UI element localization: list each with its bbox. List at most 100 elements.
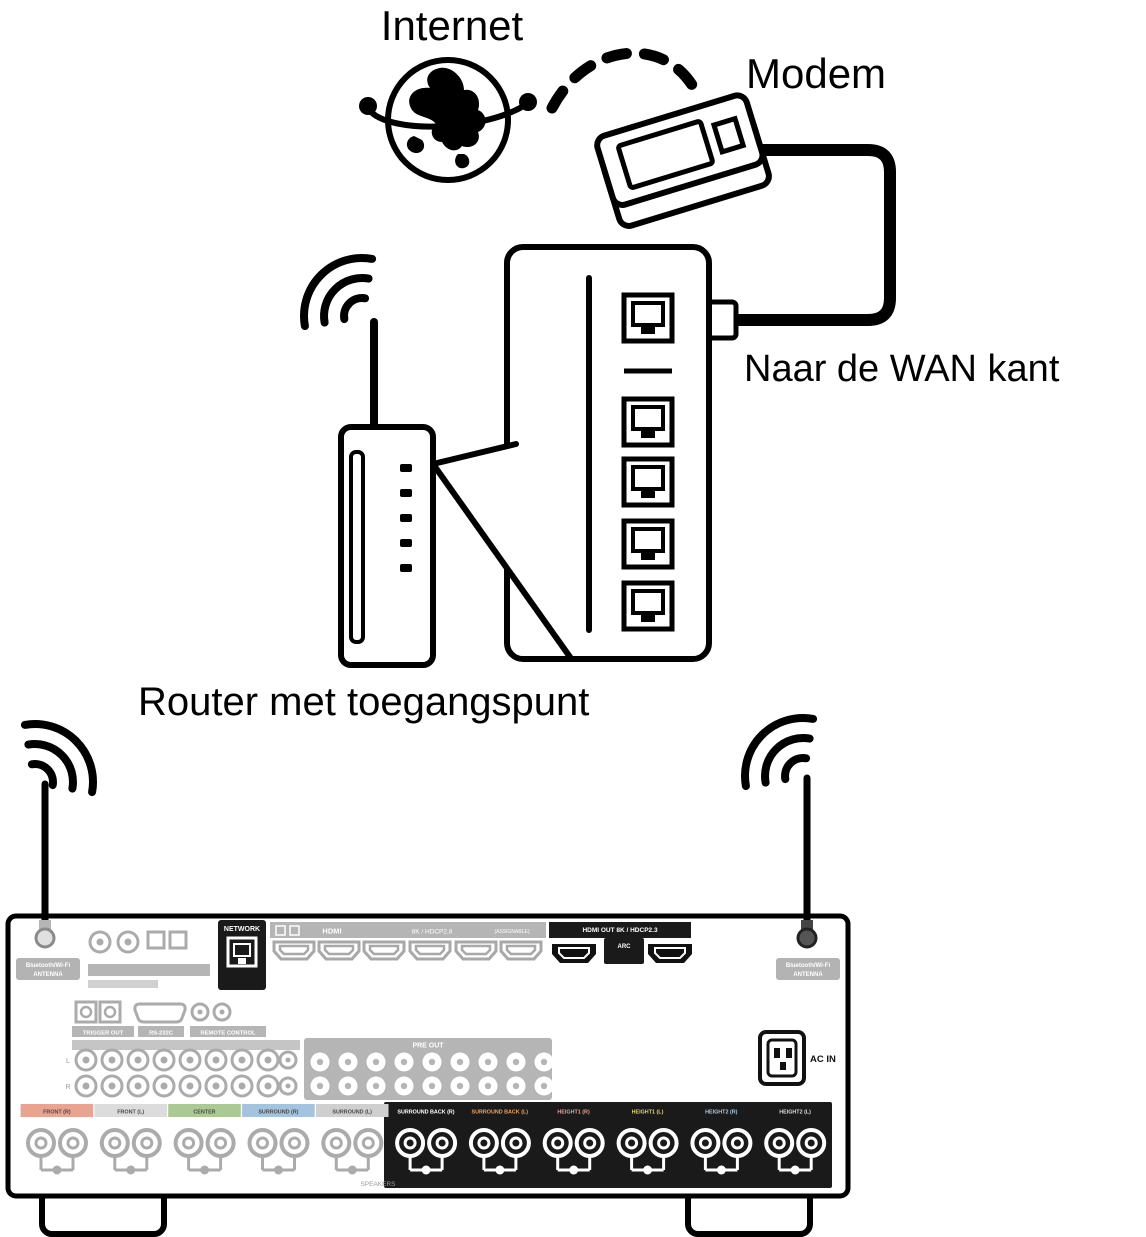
binding-post-hole bbox=[804, 1136, 818, 1150]
rca-jack-pin bbox=[212, 1056, 220, 1064]
antenna-label-line1: Bluetooth/Wi-Fi bbox=[786, 963, 831, 969]
hdmi-assignable-label: (ASSIGNABLE) bbox=[494, 929, 529, 935]
binding-post-hole bbox=[625, 1136, 639, 1150]
speaker-section-label: SURROUND BACK (R) bbox=[397, 1110, 454, 1116]
speaker-section-label: SURROUND BACK (L) bbox=[471, 1110, 528, 1116]
modem-label: Modem bbox=[746, 50, 887, 97]
rca-jack-pin bbox=[134, 1082, 142, 1090]
binding-post-hole bbox=[66, 1136, 80, 1150]
digital-audio-jacks bbox=[88, 930, 210, 988]
wireless-router bbox=[338, 318, 436, 668]
pre-out-jack-pin bbox=[344, 1058, 352, 1066]
binding-post-hole bbox=[698, 1136, 712, 1150]
right-antenna-connector bbox=[796, 927, 818, 949]
router-label: Router met toegangspunt bbox=[138, 680, 590, 724]
rca-jack-pin bbox=[160, 1056, 168, 1064]
pre-out-jack-pin bbox=[428, 1082, 436, 1090]
speaker-section: SURROUND (L) bbox=[315, 1104, 389, 1175]
binding-post-hole bbox=[108, 1136, 122, 1150]
pre-out-section: PRE OUT bbox=[304, 1038, 554, 1100]
rca-jack-pin bbox=[82, 1056, 90, 1064]
pre-out-jack-pin bbox=[484, 1082, 492, 1090]
speaker-section-strip bbox=[94, 1104, 167, 1117]
hdmi-input-1 bbox=[272, 940, 316, 961]
binding-post-hole bbox=[551, 1136, 565, 1150]
hdmi-monitor-out-2 bbox=[648, 944, 692, 963]
binding-post-center bbox=[716, 1165, 726, 1175]
wan-side-label: Naar de WAN kant bbox=[744, 348, 1060, 390]
ac-in-label: AC IN bbox=[810, 1054, 836, 1065]
trigger-out-jacks: TRIGGER OUT bbox=[72, 1000, 134, 1037]
binding-post-center bbox=[569, 1165, 579, 1175]
speaker-section-label: HEIGHT1 (R) bbox=[557, 1110, 590, 1116]
wireless-internet-cable bbox=[546, 47, 702, 114]
speaker-section-strip bbox=[611, 1104, 684, 1117]
speaker-section: HEIGHT1 (L) bbox=[611, 1104, 684, 1175]
pre-out-jack-pin bbox=[540, 1082, 548, 1090]
binding-post-hole bbox=[140, 1136, 154, 1150]
binding-post-hole bbox=[435, 1136, 449, 1150]
binding-post-center bbox=[347, 1165, 357, 1175]
speaker-section: SURROUND BACK (L) bbox=[463, 1104, 537, 1175]
network-port: NETWORK bbox=[218, 920, 266, 990]
binding-post-hole bbox=[730, 1136, 744, 1150]
speaker-section-strip bbox=[463, 1104, 537, 1117]
wifi-signal-icon-right bbox=[745, 718, 813, 786]
pre-out-jack-pin bbox=[484, 1058, 492, 1066]
speaker-section-strip bbox=[537, 1104, 610, 1117]
rca-jack-pin bbox=[238, 1056, 246, 1064]
lan-port-1 bbox=[624, 399, 672, 445]
callout-wedge bbox=[430, 441, 573, 660]
speaker-section: SURROUND (R) bbox=[242, 1104, 315, 1175]
speakers-label: SPEAKERS bbox=[360, 1181, 396, 1188]
speaker-section: FRONT (R) bbox=[20, 1104, 94, 1175]
rs232c-connector: RS-232C bbox=[133, 1002, 187, 1037]
remote-control-jacks: REMOTE CONTROL bbox=[190, 1002, 266, 1037]
binding-post-center bbox=[643, 1165, 653, 1175]
pre-out-label: PRE OUT bbox=[412, 1043, 444, 1050]
rca-jack-pin bbox=[108, 1056, 116, 1064]
left-antenna-connector bbox=[34, 927, 56, 949]
analog-input-header bbox=[72, 1040, 284, 1050]
hdmi-input-3 bbox=[362, 940, 406, 961]
channel-l-label: L bbox=[66, 1058, 70, 1065]
pre-out-jack-pin bbox=[344, 1082, 352, 1090]
rca-jack-pin bbox=[238, 1082, 246, 1090]
binding-post-hole bbox=[403, 1136, 417, 1150]
speaker-section: CENTER bbox=[168, 1104, 241, 1175]
speaker-section-strip bbox=[315, 1104, 389, 1117]
hdmi-label: HDMI bbox=[322, 927, 341, 936]
speaker-section-label: HEIGHT2 (L) bbox=[779, 1110, 811, 1116]
binding-post-hole bbox=[772, 1136, 786, 1150]
rs232c-label: RS-232C bbox=[149, 1031, 174, 1037]
binding-post-hole bbox=[288, 1136, 301, 1150]
ethernet-cable bbox=[726, 144, 896, 326]
pre-out-jack-pin bbox=[316, 1082, 324, 1090]
rca-jack-pin bbox=[82, 1082, 90, 1090]
lan-port-3 bbox=[624, 521, 672, 567]
pre-out-jack-pin bbox=[512, 1058, 520, 1066]
binding-post-center bbox=[200, 1165, 210, 1175]
right-antenna-label: Bluetooth/Wi-Fi ANTENNA bbox=[776, 958, 840, 980]
analog-rca-grid bbox=[74, 1048, 280, 1098]
binding-post-hole bbox=[361, 1136, 375, 1150]
speaker-section-label: SURROUND (L) bbox=[332, 1110, 372, 1116]
wifi-signal-icon bbox=[304, 258, 372, 326]
binding-post-center bbox=[495, 1165, 505, 1175]
speaker-section-label: FRONT (R) bbox=[43, 1110, 71, 1116]
lan-port-2 bbox=[624, 459, 672, 505]
speaker-section-strip bbox=[758, 1104, 832, 1117]
binding-post-hole bbox=[256, 1136, 269, 1150]
binding-post-center bbox=[421, 1165, 431, 1175]
pre-out-jack-pin bbox=[400, 1082, 408, 1090]
binding-post-center bbox=[126, 1165, 136, 1175]
wan-port bbox=[624, 295, 672, 341]
lan-port-4 bbox=[624, 583, 672, 629]
speaker-section-label: HEIGHT1 (L) bbox=[632, 1110, 664, 1116]
binding-post-center bbox=[790, 1165, 800, 1175]
binding-post-hole bbox=[34, 1136, 48, 1150]
pre-out-rca-grid bbox=[310, 1052, 554, 1096]
pre-out-jack-pin bbox=[316, 1058, 324, 1066]
